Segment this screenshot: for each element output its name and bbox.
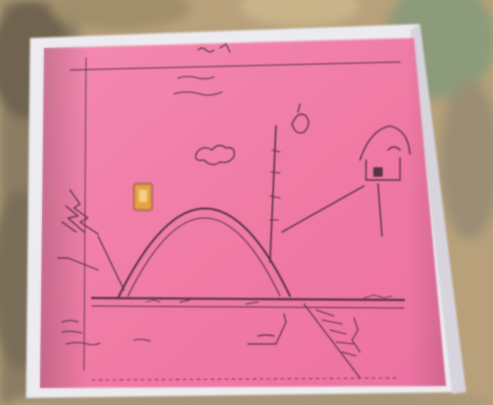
cloud-icon xyxy=(195,144,235,166)
pole xyxy=(269,125,277,263)
top-border-line xyxy=(69,61,401,71)
person-icon xyxy=(291,103,310,134)
sticker xyxy=(133,183,153,211)
title-handwriting xyxy=(173,43,231,96)
chart-paper xyxy=(40,38,446,388)
left-margin-line xyxy=(83,57,87,371)
arc-icon xyxy=(117,207,291,299)
bracket-mark xyxy=(247,313,287,345)
house-icon xyxy=(359,125,411,237)
bottom-border-line xyxy=(91,377,401,381)
notes-bottom-left xyxy=(61,320,151,346)
hatched-slope xyxy=(303,303,361,379)
drawing xyxy=(57,43,411,381)
tree-icon xyxy=(57,189,125,291)
ground-line-icon xyxy=(90,296,406,302)
